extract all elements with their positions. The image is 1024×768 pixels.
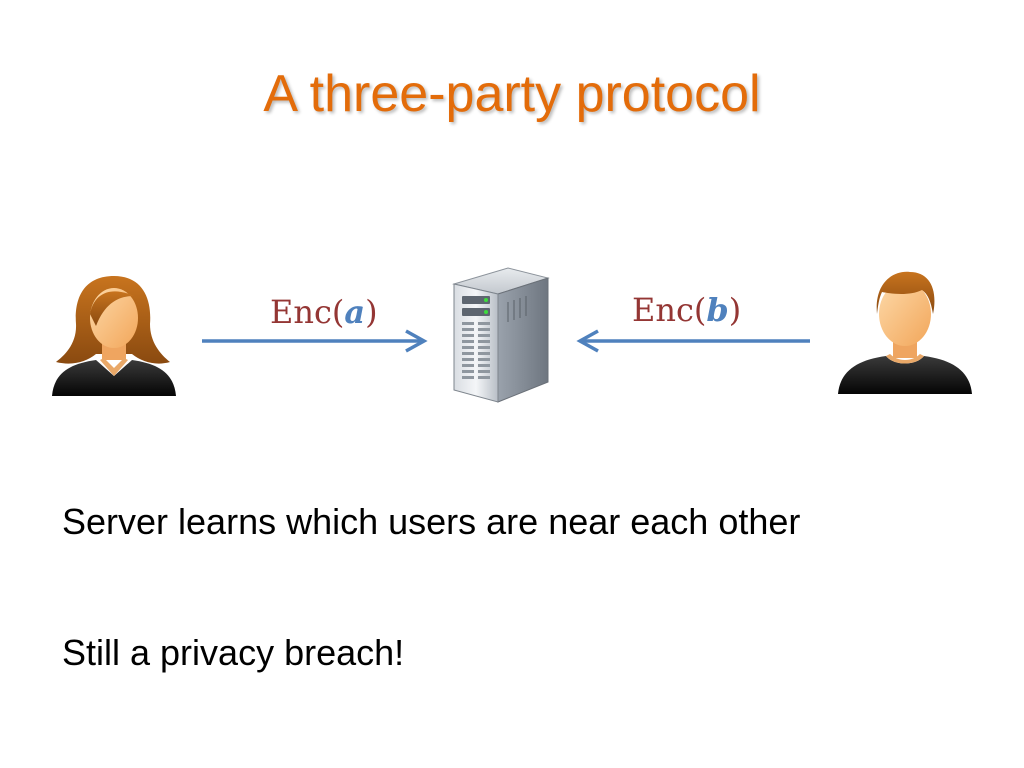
enc-b-suffix: ): [728, 291, 742, 329]
enc-a-prefix: Enc(: [270, 293, 345, 331]
server-icon: [452, 267, 550, 403]
arrow-to-server-left: [202, 329, 428, 353]
enc-b-prefix: Enc(: [632, 291, 707, 329]
man-user-icon: [838, 271, 972, 394]
arrow-to-server-right: [576, 329, 810, 353]
bullet-server-learns: Server learns which users are near each …: [62, 501, 801, 542]
enc-a-suffix: ): [365, 293, 378, 331]
enc-b-variable: b: [706, 291, 729, 329]
enc-a-label: Enc(a): [270, 292, 378, 332]
enc-a-variable: a: [344, 293, 366, 331]
woman-user-icon: [52, 276, 176, 396]
enc-b-label: Enc(b): [632, 290, 741, 330]
bullet-privacy-breach: Still a privacy breach!: [62, 632, 405, 673]
slide-title: A three-party protocol: [263, 65, 761, 123]
